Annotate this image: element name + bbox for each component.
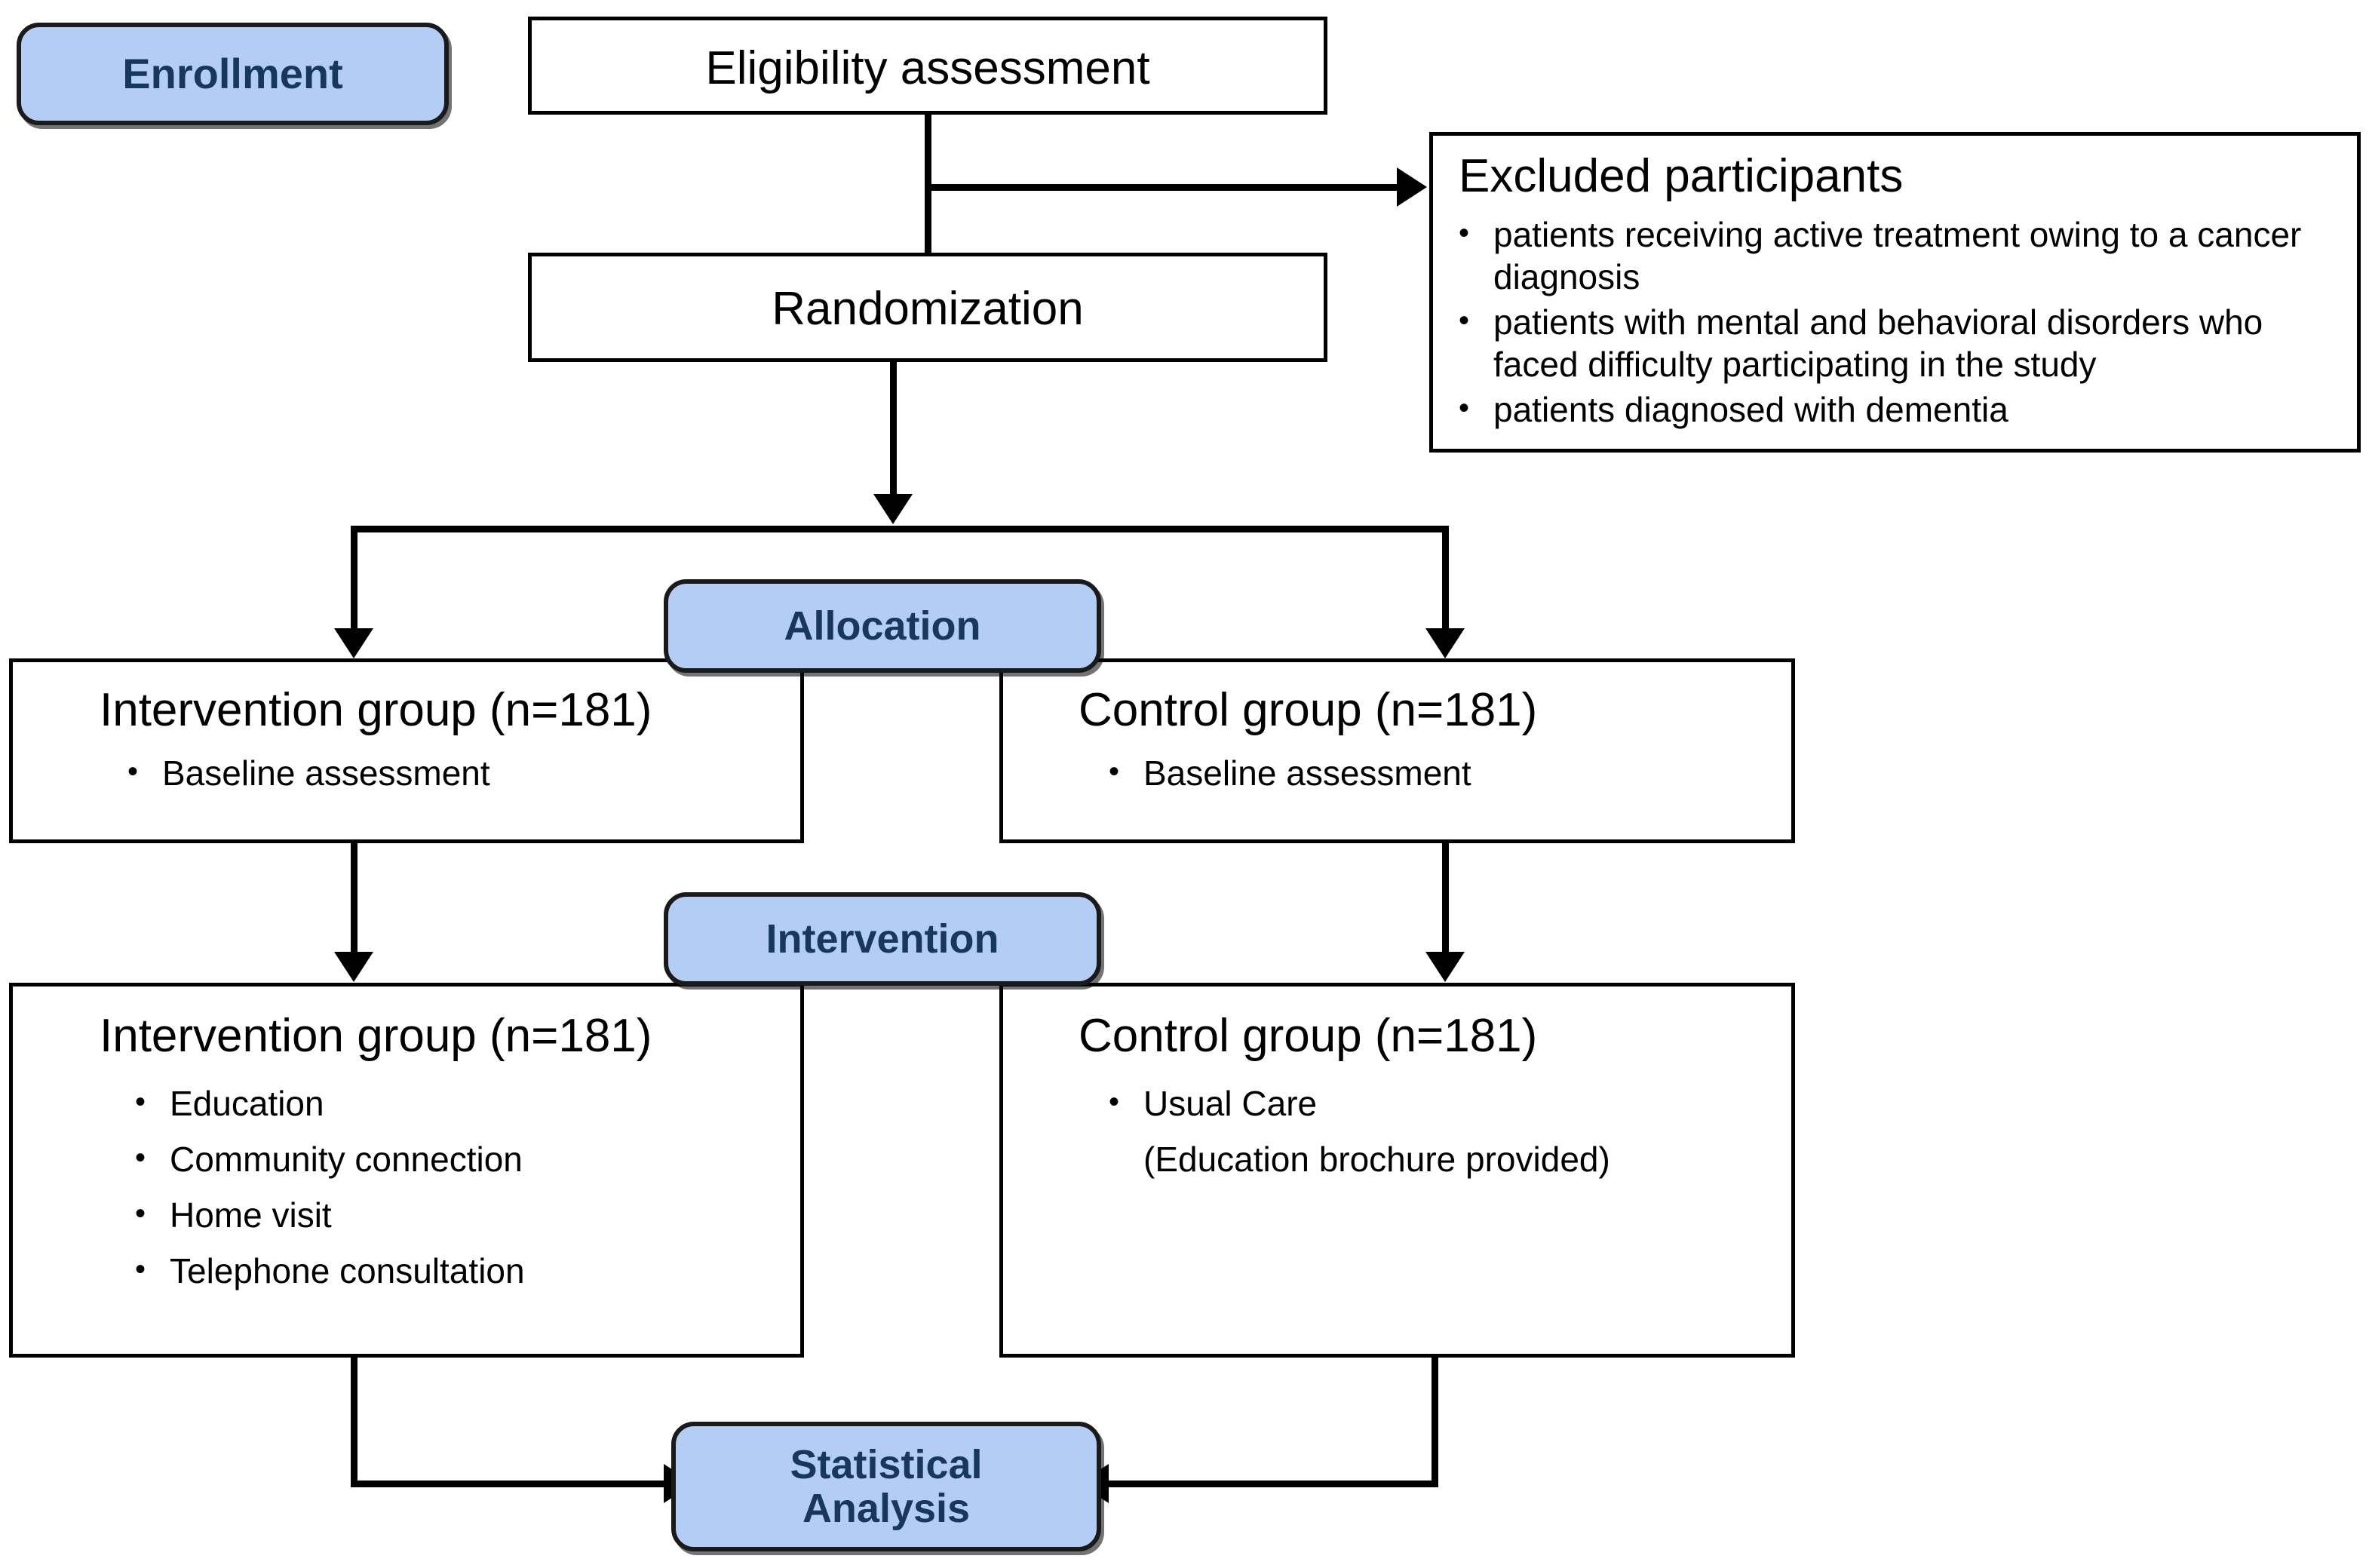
list-item-label: Home visit	[170, 1195, 332, 1235]
node-allocation-intervention-group: Intervention group (n=181) • Baseline as…	[9, 658, 804, 843]
list-item-label: patients with mental and behavioral diso…	[1493, 302, 2263, 385]
connector-randomization-down	[890, 362, 897, 498]
list-item: • Telephone consultation	[135, 1250, 770, 1292]
connector-allocation-split-bar	[351, 526, 1449, 532]
connector-allocation-left-leg	[351, 526, 357, 631]
node-intervention-group-title: Intervention group (n=181)	[100, 1010, 652, 1062]
node-excluded-participants: Excluded participants • patients receivi…	[1429, 132, 2361, 453]
node-intervention-group: Intervention group (n=181) • Education •…	[9, 983, 804, 1358]
connector-control-to-analysis-vertical	[1432, 1358, 1438, 1487]
connector-intervention-to-analysis-horizontal	[351, 1481, 671, 1487]
list-item-label: patients receiving active treatment owin…	[1493, 215, 2302, 297]
bullet-icon: •	[1109, 755, 1120, 788]
node-randomization: Randomization	[528, 253, 1327, 362]
bullet-icon: •	[135, 1253, 146, 1287]
node-allocation-intervention-group-title: Intervention group (n=181)	[100, 684, 652, 736]
bullet-icon: •	[127, 755, 139, 788]
list-item: • Baseline assessment	[1033, 752, 1761, 794]
stage-label-allocation: Allocation	[664, 579, 1101, 673]
bullet-icon: •	[1459, 216, 1470, 250]
node-excluded-participants-title: Excluded participants	[1459, 150, 1904, 202]
stage-label-enrollment: Enrollment	[17, 23, 449, 125]
list-item: • Home visit	[135, 1194, 770, 1236]
list-item-label: Usual Care	[1143, 1084, 1318, 1123]
node-allocation-control-group-title: Control group (n=181)	[1079, 684, 1538, 736]
list-item: • patients diagnosed with dementia	[1459, 388, 2331, 431]
list-item-label: patients diagnosed with dementia	[1493, 390, 2008, 430]
stage-label-intervention: Intervention	[664, 892, 1101, 986]
list-item: • Community connection	[135, 1138, 770, 1180]
list-item: • Education	[135, 1082, 770, 1125]
node-eligibility-assessment-title: Eligibility assessment	[705, 42, 1150, 94]
bullet-icon: •	[1459, 391, 1470, 425]
node-eligibility-assessment: Eligibility assessment	[528, 17, 1327, 115]
stage-label-statistical-analysis: Statistical Analysis	[671, 1422, 1101, 1551]
stage-label-allocation-text: Allocation	[784, 603, 981, 649]
list-item-label: Baseline assessment	[162, 753, 490, 793]
list-item-label: Education	[170, 1084, 324, 1123]
arrowhead-intervention-right	[1425, 952, 1465, 982]
bullet-icon: •	[135, 1141, 146, 1175]
list-item: • patients receiving active treatment ow…	[1459, 213, 2331, 298]
arrowhead-randomization-down	[873, 494, 913, 524]
connector-eligibility-to-excluded	[925, 184, 1400, 191]
node-control-group-title: Control group (n=181)	[1079, 1010, 1538, 1062]
list-item: • Usual Care	[1109, 1082, 1761, 1125]
arrowhead-allocation-right	[1425, 628, 1465, 658]
arrowhead-intervention-left	[334, 952, 373, 982]
bullet-icon: •	[1459, 304, 1470, 338]
connector-intervention-right-leg	[1442, 843, 1449, 953]
stage-label-intervention-text: Intervention	[766, 916, 999, 962]
node-control-group: Control group (n=181) • Usual Care (Educ…	[999, 983, 1795, 1358]
stage-label-enrollment-text: Enrollment	[122, 49, 343, 97]
connector-allocation-right-leg	[1442, 526, 1449, 631]
bullet-icon: •	[135, 1085, 146, 1118]
connector-intervention-to-analysis-vertical	[351, 1358, 357, 1487]
list-item-label: Baseline assessment	[1143, 753, 1471, 793]
list-item-label: Telephone consultation	[170, 1251, 525, 1291]
list-item: • patients with mental and behavioral di…	[1459, 301, 2331, 385]
arrowhead-to-excluded	[1397, 167, 1427, 207]
node-allocation-control-group: Control group (n=181) • Baseline assessm…	[999, 658, 1795, 843]
node-control-group-note: (Education brochure provided)	[1143, 1140, 1610, 1180]
bullet-icon: •	[135, 1197, 146, 1231]
connector-control-to-analysis-horizontal	[1109, 1481, 1438, 1487]
connector-intervention-left-leg	[351, 843, 357, 953]
stage-label-statistical-analysis-line2: Analysis	[802, 1486, 971, 1531]
bullet-icon: •	[1109, 1085, 1120, 1118]
node-randomization-title: Randomization	[772, 283, 1084, 335]
stage-label-statistical-analysis-line1: Statistical	[790, 1441, 983, 1487]
list-item-label: Community connection	[170, 1140, 523, 1180]
arrowhead-allocation-left	[334, 628, 373, 658]
list-item: • Baseline assessment	[43, 752, 770, 794]
